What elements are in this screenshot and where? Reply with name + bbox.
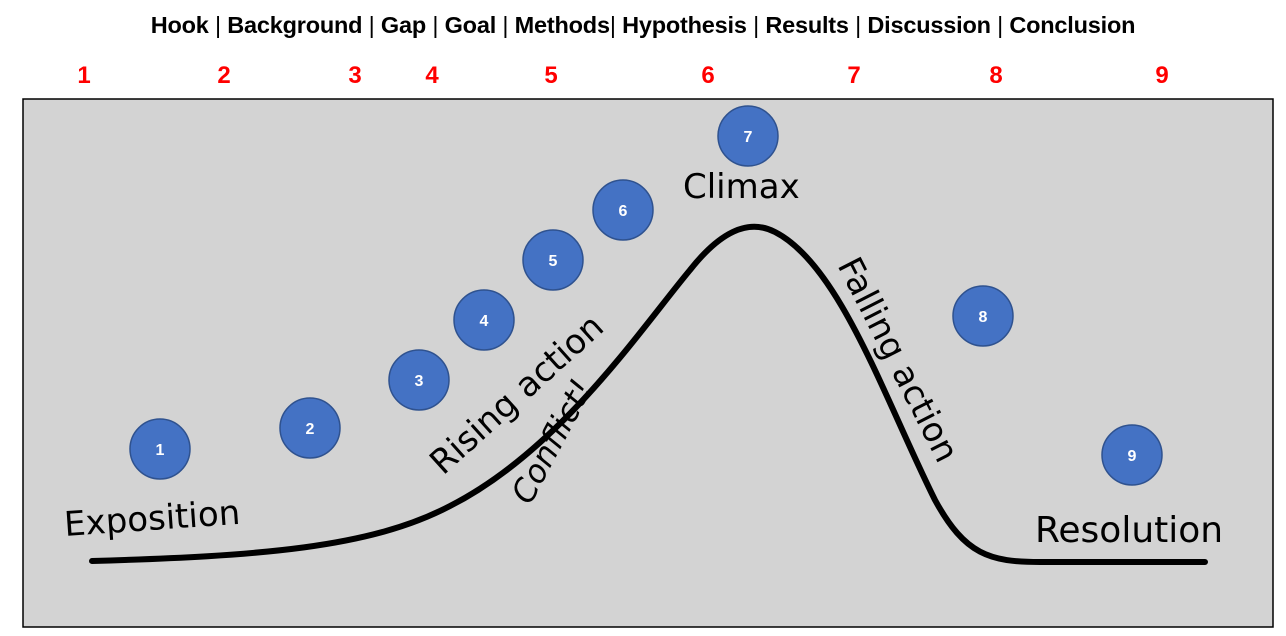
section-number-7: 7 xyxy=(847,62,861,89)
circle-4-label: 4 xyxy=(480,313,489,330)
section-number-3: 3 xyxy=(348,62,362,89)
diagram-panel xyxy=(22,98,1274,628)
section-number-6: 6 xyxy=(701,62,715,89)
circle-7: 7 xyxy=(717,105,779,167)
circle-4: 4 xyxy=(453,289,515,351)
circle-2-label: 2 xyxy=(306,421,315,438)
circle-9: 9 xyxy=(1101,424,1163,486)
separator: | xyxy=(208,12,228,38)
section-hook: Hook xyxy=(150,12,209,38)
separator: | xyxy=(990,12,1010,38)
section-number-5: 5 xyxy=(544,62,558,89)
circle-3-label: 3 xyxy=(415,373,424,390)
section-number-4: 4 xyxy=(425,62,439,89)
section-methods: Methods xyxy=(514,12,610,38)
circle-9-label: 9 xyxy=(1128,448,1137,465)
section-results: Results xyxy=(765,12,849,38)
separator: | xyxy=(848,12,868,38)
separator: | xyxy=(496,12,515,38)
section-header: Hook | Background | Gap | Goal | Methods… xyxy=(0,12,1286,39)
circle-6: 6 xyxy=(592,179,654,241)
section-number-1: 1 xyxy=(77,62,91,89)
circle-1: 1 xyxy=(129,418,191,480)
section-number-9: 9 xyxy=(1155,62,1169,89)
story-arc-curve xyxy=(89,223,1208,565)
section-background: Background xyxy=(227,12,363,38)
separator: | xyxy=(746,12,766,38)
stage-resolution: Resolution xyxy=(1035,510,1223,551)
section-gap: Gap xyxy=(380,12,427,38)
separator: | xyxy=(362,12,381,38)
circle-2: 2 xyxy=(279,397,341,459)
circle-6-label: 6 xyxy=(619,203,628,220)
circle-7-label: 7 xyxy=(744,129,753,146)
circle-3: 3 xyxy=(388,349,450,411)
separator: | xyxy=(426,12,445,38)
circle-1-label: 1 xyxy=(156,442,165,459)
section-number-2: 2 xyxy=(217,62,231,89)
circle-5-label: 5 xyxy=(549,253,558,270)
section-number-8: 8 xyxy=(989,62,1003,89)
circle-8-label: 8 xyxy=(979,309,988,326)
separator: | xyxy=(609,12,623,38)
section-conclusion: Conclusion xyxy=(1009,12,1136,38)
section-goal: Goal xyxy=(444,12,497,38)
circle-5: 5 xyxy=(522,229,584,291)
stage-climax: Climax xyxy=(683,167,800,207)
section-discussion: Discussion xyxy=(867,12,991,38)
section-hypothesis: Hypothesis xyxy=(622,12,747,38)
circle-8: 8 xyxy=(952,285,1014,347)
